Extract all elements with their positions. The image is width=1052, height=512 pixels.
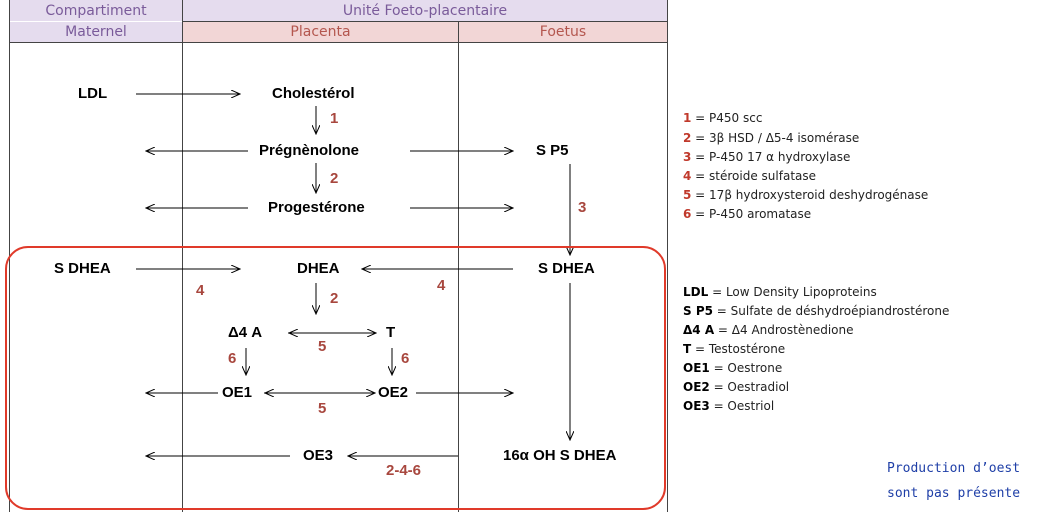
legend-abbr-t: T = Testostérone xyxy=(683,342,785,356)
node-t: T xyxy=(386,324,396,341)
legend-text: = P-450 17 α hydroxylase xyxy=(691,150,851,164)
legend-key: 4 xyxy=(683,169,692,183)
node-pregnenolone: Prégnènolone xyxy=(259,142,360,159)
legend-enzyme-4: 4 = stéroide sulfatase xyxy=(683,169,816,183)
step-4-foetus: 4 xyxy=(437,277,446,294)
caption-line-2: sont pas présente xyxy=(887,486,1021,501)
legend-enzyme-1: 1 = P450 scc xyxy=(683,111,762,125)
step-6b: 6 xyxy=(401,350,410,367)
header-maternel: Maternel xyxy=(10,22,182,42)
legend-text: = stéroide sulfatase xyxy=(691,169,817,183)
legend-abbr-oe1: OE1 = Oestrone xyxy=(683,361,782,375)
header-unite-foeto-placentaire: Unité Foeto-placentaire xyxy=(183,0,667,21)
legend-key: OE1 xyxy=(683,361,710,375)
legend-abbr-ldl: LDL = Low Density Lipoproteins xyxy=(683,285,877,299)
legend-text: = Testostérone xyxy=(691,342,786,356)
node-progesterone: Progestérone xyxy=(268,199,365,216)
node-dhea: DHEA xyxy=(297,260,340,277)
legend-key: 6 xyxy=(683,207,692,221)
legend-key: S P5 xyxy=(683,304,713,318)
legend-key: OE3 xyxy=(683,399,710,413)
node-cholesterol: Cholestérol xyxy=(272,85,355,102)
legend-enzyme-5: 5 = 17β hydroxysteroid deshydrogénase xyxy=(683,188,928,202)
step-2a: 2 xyxy=(330,170,339,187)
legend-text: = P-450 aromatase xyxy=(691,207,812,221)
legend-text: = Oestradiol xyxy=(709,380,790,394)
legend-key: 1 xyxy=(683,111,692,125)
legend-text: = Oestrone xyxy=(709,361,783,375)
step-2b: 2 xyxy=(330,290,339,307)
table-grid xyxy=(9,0,668,512)
legend-key: Δ4 A xyxy=(683,323,715,337)
legend-text: = Δ4 Androstènedione xyxy=(714,323,854,337)
legend-abbr-a4a: Δ4 A = Δ4 Androstènedione xyxy=(683,323,854,337)
legend-abbr-sp5: S P5 = Sulfate de déshydroépiandrostéron… xyxy=(683,304,949,318)
legend-key: OE2 xyxy=(683,380,710,394)
legend-key: T xyxy=(683,342,692,356)
step-4-maternal: 4 xyxy=(196,282,205,299)
legend-abbr-oe2: OE2 = Oestradiol xyxy=(683,380,789,394)
step-2-4-6: 2-4-6 xyxy=(386,462,422,479)
node-sdhea-foetus: S DHEA xyxy=(538,260,595,277)
node-oe3: OE3 xyxy=(303,447,334,464)
node-a4a: Δ4 A xyxy=(228,324,263,341)
legend-abbr-oe3: OE3 = Oestriol xyxy=(683,399,774,413)
legend-text: = 3β HSD / Δ5-4 isomérase xyxy=(691,131,860,145)
step-1: 1 xyxy=(330,110,339,127)
step-5b: 5 xyxy=(318,400,327,417)
header-placenta: Placenta xyxy=(183,22,458,42)
legend-key: 5 xyxy=(683,188,692,202)
legend-key: 2 xyxy=(683,131,692,145)
legend-text: = P450 scc xyxy=(691,111,763,125)
node-ldl: LDL xyxy=(78,85,108,102)
legend-key: 3 xyxy=(683,150,692,164)
legend-key: LDL xyxy=(683,285,709,299)
node-sp5: S P5 xyxy=(536,142,569,159)
node-oe1: OE1 xyxy=(222,384,253,401)
node-sdhea-maternal: S DHEA xyxy=(54,260,111,277)
header-compartiment: Compartiment xyxy=(10,0,182,21)
step-6a: 6 xyxy=(228,350,237,367)
legend-text: = 17β hydroxysteroid deshydrogénase xyxy=(691,188,929,202)
legend-text: = Low Density Lipoproteins xyxy=(708,285,877,299)
legend-enzyme-6: 6 = P-450 aromatase xyxy=(683,207,811,221)
caption-line-1: Production d’oest xyxy=(887,461,1021,476)
legend-enzyme-2: 2 = 3β HSD / Δ5-4 isomérase xyxy=(683,131,859,145)
node-oe2: OE2 xyxy=(378,384,409,401)
legend-text: = Oestriol xyxy=(709,399,775,413)
header-foetus: Foetus xyxy=(459,22,667,42)
step-5a: 5 xyxy=(318,338,327,355)
node-16oh-sdhea: 16α OH S DHEA xyxy=(503,447,617,464)
legend-enzyme-3: 3 = P-450 17 α hydroxylase xyxy=(683,150,850,164)
estrogen-highlight-box xyxy=(5,246,666,510)
step-3: 3 xyxy=(578,199,587,216)
legend-text: = Sulfate de déshydroépiandrostérone xyxy=(712,304,950,318)
